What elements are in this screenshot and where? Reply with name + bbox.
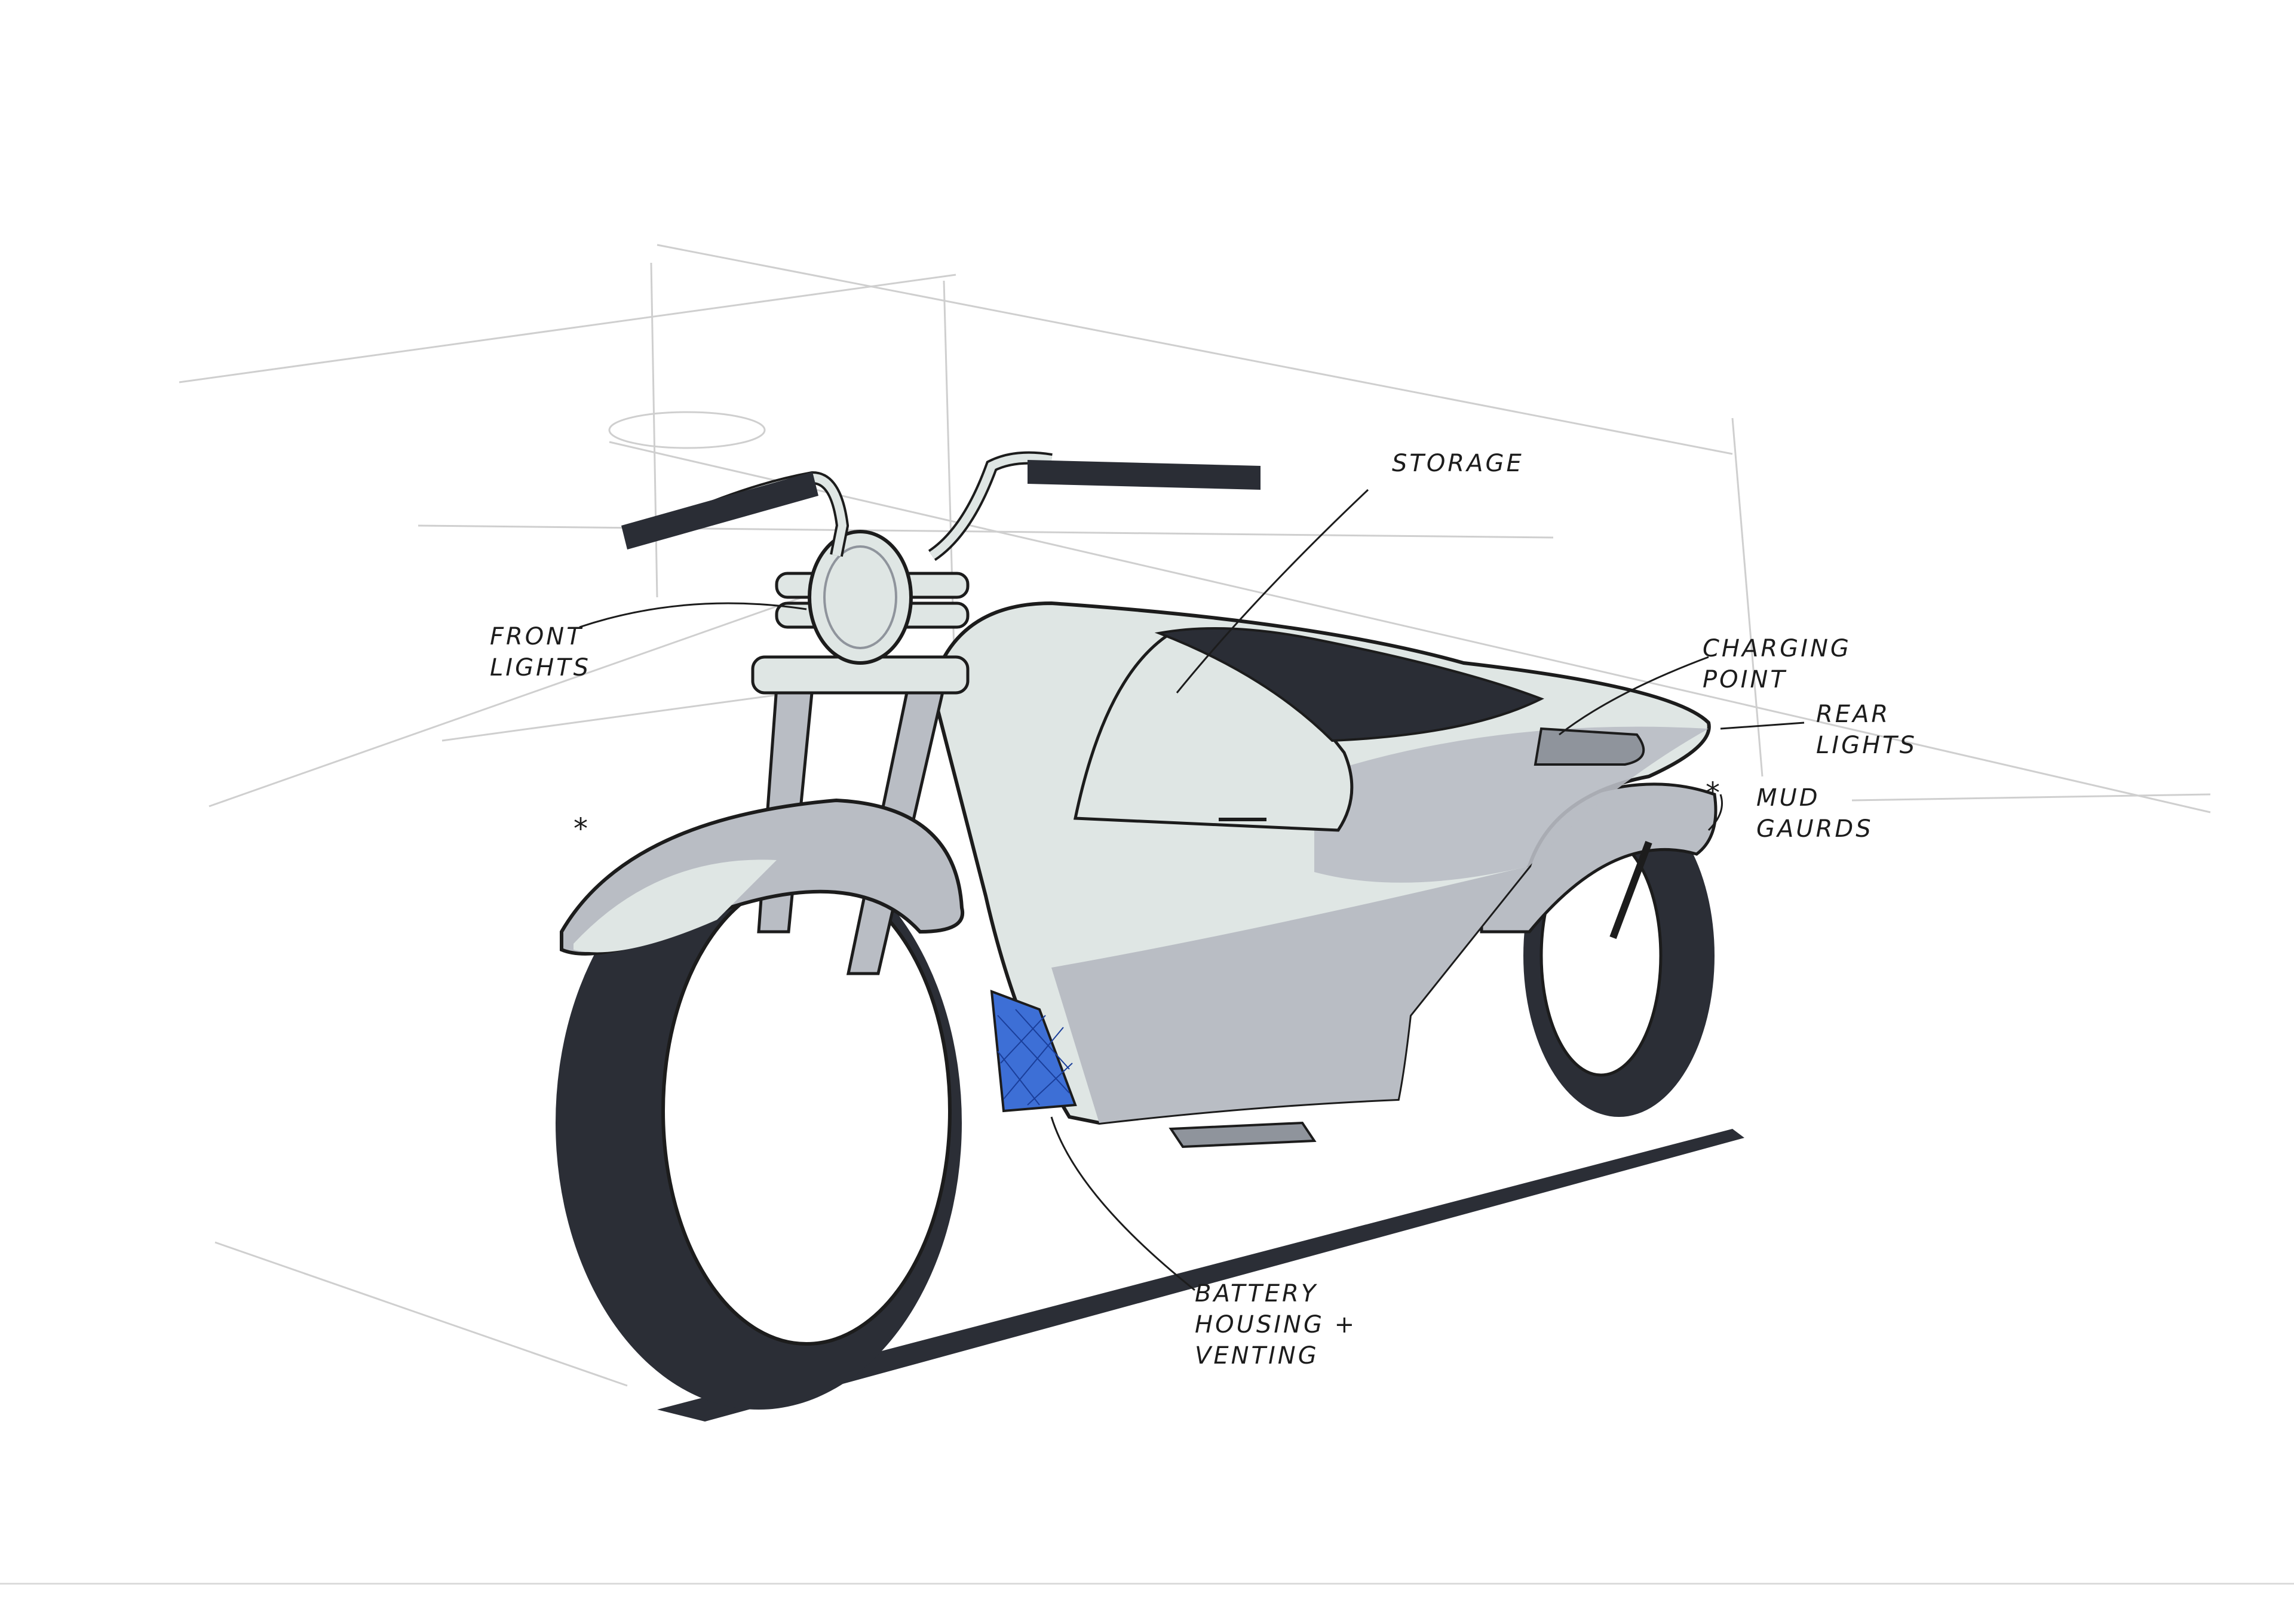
marker-rear-mudguard: * [1706, 776, 1720, 810]
label-front-lights-line2: Lights [490, 654, 591, 681]
label-battery: Battery Housing + Venting [1195, 1278, 1357, 1371]
rear-strut [1609, 840, 1652, 940]
body-lower-shade [1051, 866, 1529, 1123]
label-front-lights-line1: Front [490, 623, 584, 650]
label-battery-line2: Housing + [1195, 1311, 1357, 1339]
footrest [1169, 1121, 1317, 1149]
vent-mesh [997, 1009, 1073, 1106]
label-mud-guards: Mud Gaurds [1756, 782, 1873, 845]
label-mud-guards-line2: Gaurds [1756, 815, 1873, 843]
marker-front-mudguard: * [574, 812, 588, 846]
label-charging-point-line1: Charging [1703, 635, 1851, 662]
label-rear-lights: Rear Lights [1816, 699, 1917, 761]
rear-light [1534, 727, 1645, 766]
label-battery-line1: Battery [1195, 1280, 1318, 1307]
front-wheel [556, 836, 962, 1410]
label-mud-guards-line1: Mud [1756, 784, 1820, 812]
label-storage: Storage [1392, 448, 1524, 479]
label-charging-point-line2: Point [1703, 666, 1787, 693]
headlight [808, 530, 913, 665]
label-battery-line3: Venting [1195, 1342, 1319, 1370]
seat [1154, 627, 1544, 742]
page-edge-line [0, 1583, 2294, 1585]
label-rear-lights-line1: Rear [1816, 701, 1891, 728]
label-front-lights: Front Lights [490, 621, 591, 683]
ground-shadow [657, 1129, 1744, 1422]
handlebars [621, 451, 1261, 561]
battery-vent [990, 989, 1077, 1113]
label-rear-lights-line2: Lights [1816, 732, 1917, 759]
leader-lines [579, 489, 1805, 1291]
construction-lines [179, 244, 2211, 1387]
label-charging-point: Charging Point [1703, 633, 1851, 695]
mudguard-highlight [574, 859, 777, 953]
label-storage-text: Storage [1392, 450, 1524, 477]
